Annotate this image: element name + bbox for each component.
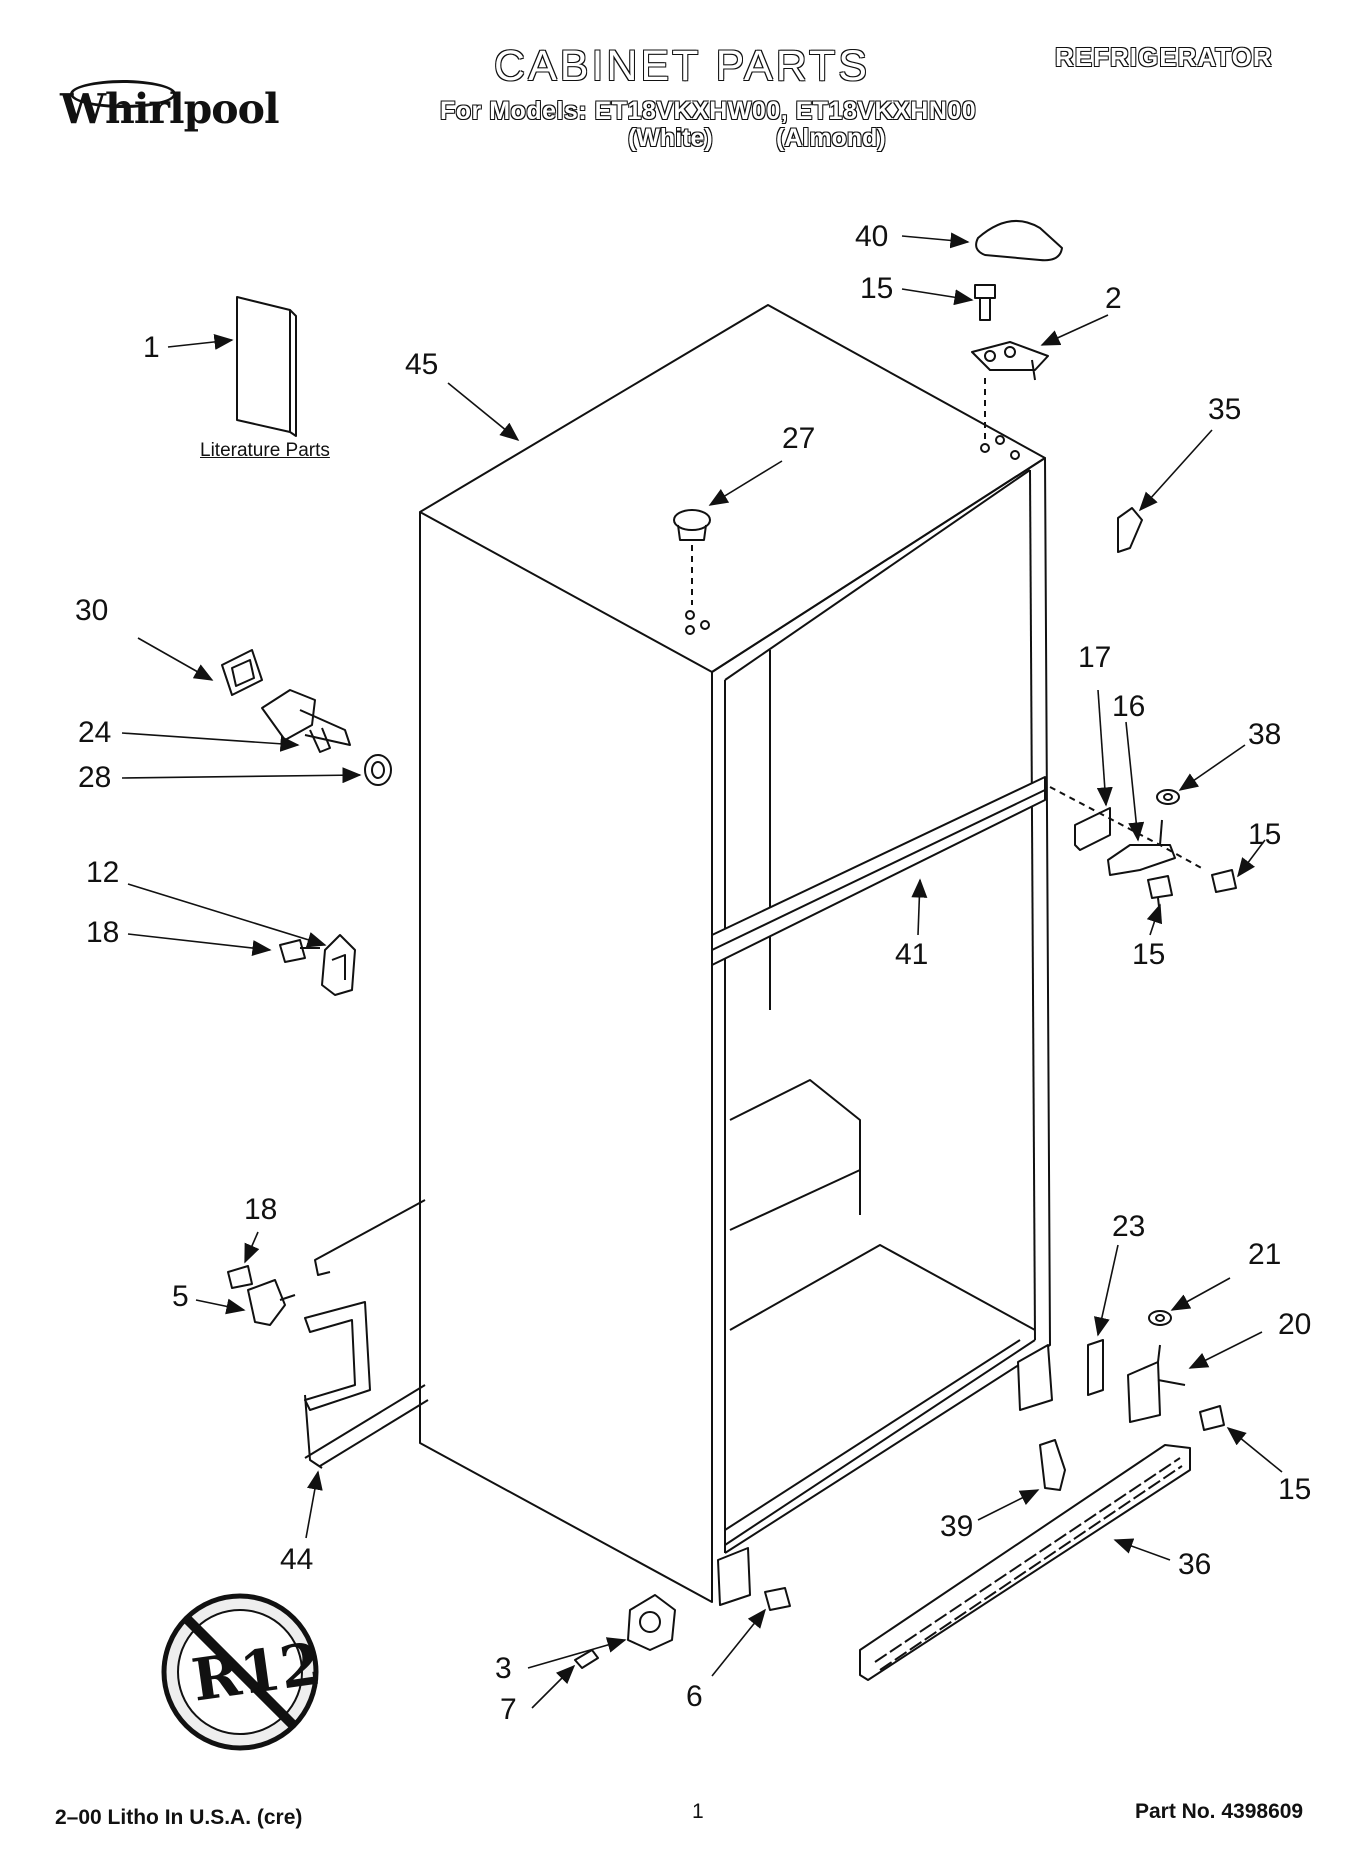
leveling-bracket	[717, 1547, 751, 1606]
callout-40: 40	[855, 220, 889, 253]
grommet-30	[221, 649, 263, 696]
callout-20: 20	[1278, 1308, 1312, 1341]
callout-15-top: 15	[860, 272, 894, 305]
literature-parts	[236, 296, 297, 437]
callout-36: 36	[1178, 1548, 1212, 1581]
callout-2: 2	[1105, 282, 1122, 315]
hinge-cover-40	[975, 220, 1063, 262]
screw-15-right	[1211, 869, 1237, 893]
variant-white-label: (White)	[628, 124, 713, 152]
clamp-5	[247, 1279, 296, 1326]
callout-44: 44	[280, 1543, 314, 1576]
screw-top-15	[974, 284, 996, 321]
center-hinge-16	[1107, 819, 1176, 876]
callout-5: 5	[172, 1280, 189, 1313]
callout-12: 12	[86, 856, 120, 889]
bracket-44	[304, 1199, 429, 1469]
model-numbers: For Models: ET18VKXHW00, ET18VKXHN00	[440, 97, 977, 125]
ring-28	[364, 754, 392, 786]
page-title: CABINET PARTS	[494, 42, 870, 90]
callout-24: 24	[78, 716, 112, 749]
callout-30: 30	[75, 594, 109, 627]
pin-7	[574, 1649, 599, 1669]
part-number: Part No. 4398609	[1135, 1800, 1304, 1823]
drain-fitting-24	[261, 689, 351, 753]
leader-lines	[121, 232, 1283, 1709]
callout-15-right: 15	[1248, 818, 1282, 851]
screw-18-upper	[279, 939, 320, 963]
callout-41: 41	[895, 938, 929, 971]
screw-15-lower	[1147, 875, 1173, 916]
bracket-17	[1074, 807, 1111, 851]
shim-23	[1087, 1339, 1104, 1396]
callout-6: 6	[686, 1680, 703, 1713]
callout-18-lower: 18	[244, 1193, 278, 1226]
cabinet-body	[419, 304, 1051, 1603]
clip-39	[1039, 1439, 1066, 1491]
callout-39: 39	[940, 1510, 974, 1543]
screw-15-bottom	[1199, 1405, 1225, 1431]
literature-parts-caption: Literature Parts	[200, 440, 330, 461]
callout-23: 23	[1112, 1210, 1146, 1243]
callout-21: 21	[1248, 1238, 1282, 1271]
callout-18-upper: 18	[86, 916, 120, 949]
top-hinge-2	[971, 341, 1049, 381]
page-number: 1	[692, 1800, 704, 1823]
print-info: 2–00 Litho In U.S.A. (cre)	[55, 1806, 303, 1829]
bottom-hinge-20	[1127, 1344, 1186, 1423]
washer-21	[1148, 1310, 1172, 1326]
hinge-trim-35	[1117, 507, 1143, 553]
callout-15-bottom: 15	[1278, 1473, 1312, 1506]
cabinet-corner-bracket	[1017, 1344, 1053, 1411]
callout-35: 35	[1208, 393, 1242, 426]
callout-1: 1	[143, 331, 160, 364]
callout-45: 45	[405, 348, 439, 381]
clip-12	[321, 934, 356, 996]
appliance-type: REFRIGERATOR	[1055, 42, 1273, 72]
callout-3: 3	[495, 1652, 512, 1685]
callout-38: 38	[1248, 718, 1282, 751]
toe-grille-36	[859, 1444, 1191, 1681]
callout-27: 27	[782, 422, 816, 455]
no-r12-symbol	[161, 1593, 319, 1751]
divider-strip	[711, 776, 1046, 966]
screw-6	[764, 1587, 791, 1611]
callout-15-lower: 15	[1132, 938, 1166, 971]
callout-16: 16	[1112, 690, 1146, 723]
washer-38	[1156, 789, 1180, 805]
callout-17: 17	[1078, 641, 1112, 674]
callout-28: 28	[78, 761, 112, 794]
logo-swirl-icon	[70, 80, 176, 108]
variant-almond-label: (Almond)	[776, 124, 886, 152]
screw-18-lower	[227, 1265, 253, 1289]
plug-button-27	[673, 509, 711, 541]
callout-7: 7	[500, 1693, 517, 1726]
roller-3	[627, 1594, 676, 1651]
